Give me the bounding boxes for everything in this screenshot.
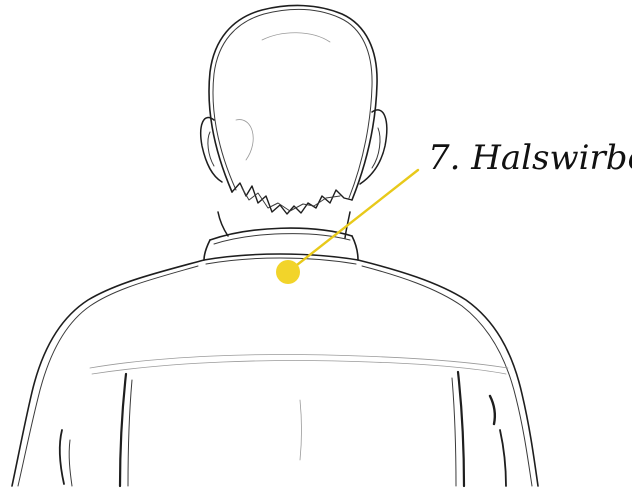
collar-drawing	[204, 212, 358, 264]
vertebra-marker	[276, 260, 300, 284]
leader-line	[288, 170, 418, 272]
shirt-drawing	[12, 260, 538, 486]
head-drawing	[201, 5, 387, 214]
vertebra-label: 7. Halswirbel	[428, 138, 632, 178]
